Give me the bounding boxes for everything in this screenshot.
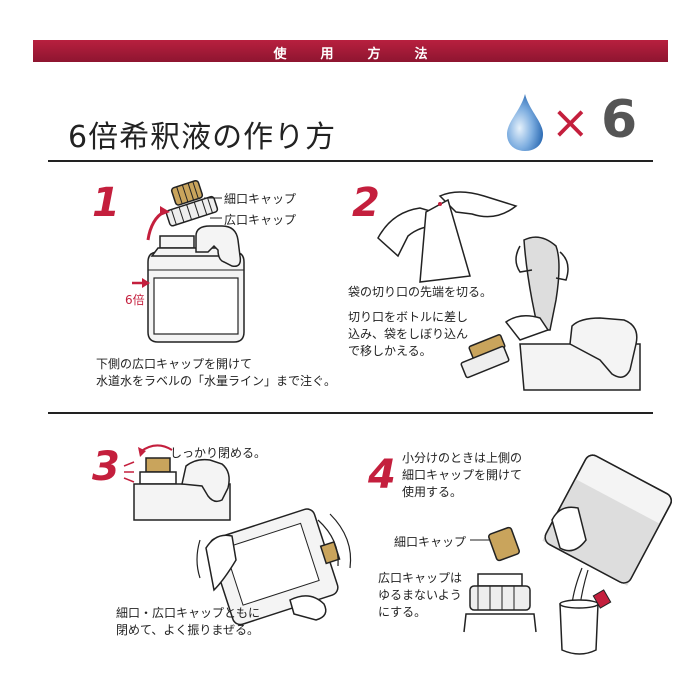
step-number-4: 4 xyxy=(368,452,396,498)
dilution-badge: × 6 xyxy=(503,90,653,152)
narrow-cap-label: 細口キャップ xyxy=(224,192,297,206)
step-number-2: 2 xyxy=(352,180,380,226)
close-tight-label: しっかり閉める。 xyxy=(170,446,267,460)
banner-title: 使用方法 xyxy=(273,47,462,62)
step-number-3: 3 xyxy=(92,444,120,490)
wide-cap-note-1: 広口キャップは xyxy=(378,571,463,585)
step2-line-3: 込み、袋をしぼり込ん xyxy=(348,327,469,341)
multiplier-value: 6 xyxy=(601,90,638,150)
level-label: 6倍 xyxy=(125,293,145,307)
water-drop-icon xyxy=(507,94,543,151)
step4-line-2: 細口キャップを開けて xyxy=(402,468,523,482)
step2-line-4: で移しかえる。 xyxy=(348,344,432,358)
step1-line-2: 水道水をラベルの「水量ライン」まで注ぐ。 xyxy=(96,374,337,388)
section-banner: 使用方法 xyxy=(33,40,668,62)
step1-line-1: 下側の広口キャップを開けて xyxy=(96,357,253,371)
step4-line-1: 小分けのときは上側の xyxy=(402,451,523,465)
step2-line-2: 切り口をボトルに差し xyxy=(348,310,469,324)
wide-cap-note-2: ゆるまないよう xyxy=(378,588,462,602)
section-divider xyxy=(48,412,653,414)
wide-cap-note-3: にする。 xyxy=(378,605,427,619)
step3-line-2: 閉めて、よく振りまぜる。 xyxy=(116,623,260,637)
step4-line-3: 使用する。 xyxy=(402,485,463,499)
step-number-1: 1 xyxy=(92,180,120,226)
step2-line-1: 袋の切り口の先端を切る。 xyxy=(348,285,493,299)
wide-cap-label: 広口キャップ xyxy=(224,213,297,227)
page-title: 6倍希釈液の作り方 xyxy=(68,120,337,155)
multiply-sign: × xyxy=(551,95,590,149)
narrow-cap-label-4: 細口キャップ xyxy=(394,535,467,549)
title-divider xyxy=(48,160,653,162)
step3-line-1: 細口・広口キャップともに xyxy=(116,606,261,620)
